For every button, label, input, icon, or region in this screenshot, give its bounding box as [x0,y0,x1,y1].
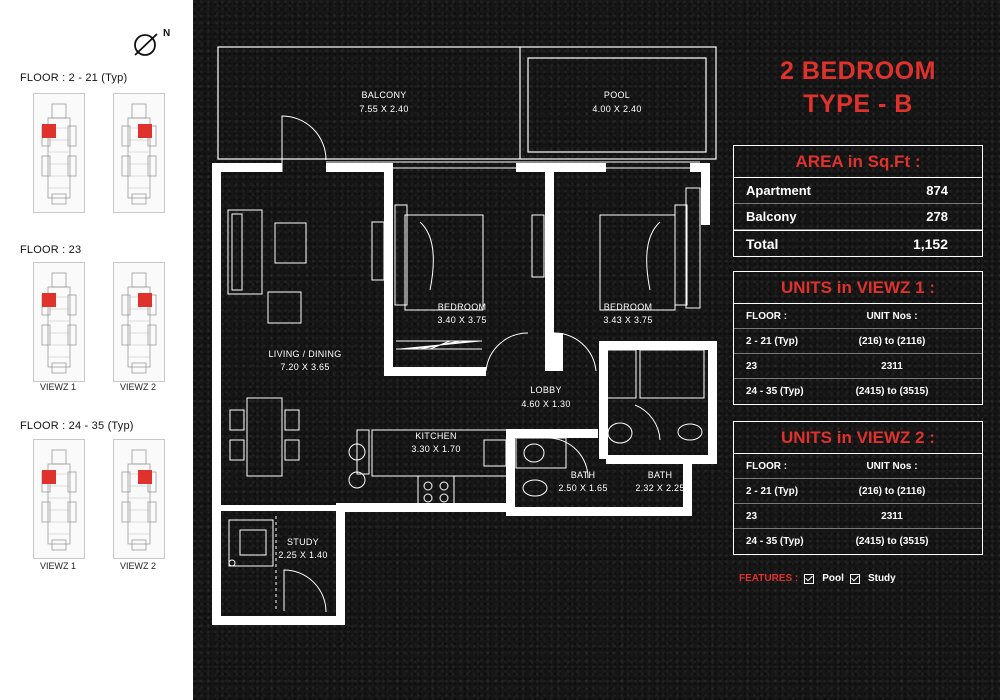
area-value: 278 [926,209,948,224]
area-total-row: Total 1,152 [734,230,982,256]
north-compass-icon: N [134,28,170,56]
units-viewz2-heading: UNITS in VIEWZ 2 : [734,422,982,454]
feature-item: Pool [822,573,844,584]
unit-highlight-marker [42,470,56,484]
unit-nos-cell: (2415) to (3515) [855,386,929,397]
compass-letter: N [163,28,170,39]
key-plan-thumbnail-viewz1 [33,93,85,213]
units-viewz2-table: UNITS in VIEWZ 2 : FLOOR : UNIT Nos : 2 … [733,421,983,555]
features-label: FEATURES : [739,573,799,584]
unit-nos-cell: (216) to (2116) [858,486,926,497]
table-row: 23 2311 [734,354,982,379]
checkbox-checked-icon [849,573,860,584]
area-table-heading: AREA in Sq.Ft : [734,146,982,178]
key-plan-thumbnail-viewz2 [113,262,165,382]
thumbnail-caption: VIEWZ 2 [119,382,156,392]
table-row: 2 - 21 (Typ) (216) to (2116) [734,479,982,504]
thumbnail-caption: VIEWZ 1 [39,382,76,392]
thumbnail-caption: VIEWZ 1 [39,561,76,571]
building-outline-icon [41,272,77,374]
unit-highlight-marker [138,124,152,138]
area-label: Apartment [746,183,812,198]
key-plan-thumbnail-viewz2 [113,439,165,559]
unit-nos-cell: 2311 [881,361,903,372]
units-header-row: FLOOR : UNIT Nos : [734,304,982,329]
area-value: 874 [926,183,948,198]
unit-nos-cell: 2311 [881,511,903,522]
area-row: Balcony 278 [734,204,982,230]
unit-highlight-marker [138,293,152,307]
units-header-row: FLOOR : UNIT Nos : [734,454,982,479]
feature-item: Study [867,573,896,584]
floor-cell: 24 - 35 (Typ) [746,386,804,397]
checkbox-checked-icon [804,573,815,584]
table-row: 23 2311 [734,504,982,529]
unit-highlight-marker [42,124,56,138]
unit-nos-column-header: UNIT Nos : [866,311,918,322]
building-outline-icon [41,103,77,205]
floor-group-label: FLOOR : 23 [20,244,82,256]
area-table: AREA in Sq.Ft : Apartment 874 Balcony 27… [733,145,983,257]
key-plan-panel: N FLOOR : 2 - 21 (Typ) FLOOR : 23 VIEWZ … [0,0,193,700]
area-label: Balcony [746,209,797,224]
unit-nos-column-header: UNIT Nos : [866,461,918,472]
key-plan-thumbnail-viewz2 [113,93,165,213]
unit-type-subtitle: TYPE - B [803,90,913,118]
floor-cell: 23 [746,511,758,522]
floor-cell: 24 - 35 (Typ) [746,536,804,547]
floor-column-header: FLOOR : [746,461,788,472]
key-plan-thumbnail-viewz1 [33,262,85,382]
key-plan-thumbnail-viewz1 [33,439,85,559]
unit-highlight-marker [138,470,152,484]
floor-cell: 2 - 21 (Typ) [746,336,799,347]
building-outline-icon [41,449,77,551]
unit-nos-cell: (216) to (2116) [858,336,926,347]
floor-cell: 23 [746,361,758,372]
building-outline-icon [121,449,157,551]
unit-type-title: 2 BEDROOM [780,57,936,85]
building-outline-icon [121,272,157,374]
area-total-value: 1,152 [912,236,948,252]
table-row: 24 - 35 (Typ) (2415) to (3515) [734,529,982,554]
floor-cell: 2 - 21 (Typ) [746,486,799,497]
units-viewz1-table: UNITS in VIEWZ 1 : FLOOR : UNIT Nos : 2 … [733,271,983,405]
floor-group-label: FLOOR : 24 - 35 (Typ) [20,420,134,432]
floor-column-header: FLOOR : [746,311,788,322]
features-legend: FEATURES : Pool Study [739,573,896,584]
thumbnail-caption: VIEWZ 2 [119,561,156,571]
floor-group-label: FLOOR : 2 - 21 (Typ) [20,72,128,84]
unit-nos-cell: (2415) to (3515) [855,536,929,547]
area-row: Apartment 874 [734,178,982,204]
table-row: 2 - 21 (Typ) (216) to (2116) [734,329,982,354]
building-outline-icon [121,103,157,205]
area-total-label: Total [746,236,779,252]
units-viewz1-heading: UNITS in VIEWZ 1 : [734,272,982,304]
unit-highlight-marker [42,293,56,307]
table-row: 24 - 35 (Typ) (2415) to (3515) [734,379,982,404]
